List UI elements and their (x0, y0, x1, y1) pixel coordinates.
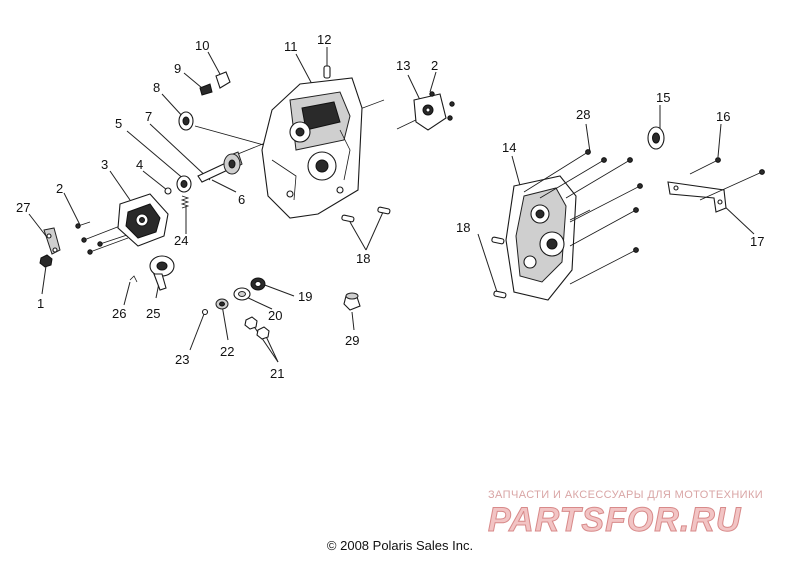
callout-24: 24 (174, 233, 188, 248)
part-22-bearing (215, 298, 229, 310)
callout-13: 13 (396, 58, 410, 73)
callout-27: 27 (16, 200, 30, 215)
callout-12: 12 (317, 32, 331, 47)
part-2-bolts-right (429, 91, 455, 121)
callout-numbers: 1 2 2 3 4 5 6 7 8 9 10 11 12 13 14 15 16… (16, 32, 764, 381)
callout-2: 2 (431, 58, 438, 73)
part-11-main-housing (261, 77, 363, 219)
callout-18: 18 (356, 251, 370, 266)
callout-15: 15 (656, 90, 670, 105)
part-25-actuator (149, 255, 175, 291)
callout-2: 2 (56, 181, 63, 196)
part-15-bearing (647, 126, 665, 150)
part-19-gear (250, 277, 266, 291)
part-1-nut (39, 254, 53, 268)
callout-21: 21 (270, 366, 284, 381)
part-3-cover-housing (117, 193, 169, 247)
part-28-long-bolts (523, 149, 643, 285)
part-4-washer (164, 187, 172, 195)
part-12-dowel (323, 65, 331, 79)
callout-17: 17 (750, 234, 764, 249)
callout-14: 14 (502, 140, 516, 155)
part-5-seal (176, 175, 192, 193)
leader-lines (28, 47, 755, 363)
callout-19: 19 (298, 289, 312, 304)
callout-4: 4 (136, 157, 143, 172)
callout-25: 25 (146, 306, 160, 321)
callout-3: 3 (101, 157, 108, 172)
callout-7: 7 (145, 109, 152, 124)
callout-22: 22 (220, 344, 234, 359)
callout-29: 29 (345, 333, 359, 348)
callout-26: 26 (112, 306, 126, 321)
part-18-dowels (341, 206, 507, 299)
callout-20: 20 (268, 308, 282, 323)
callout-5: 5 (115, 116, 122, 131)
part-27-shift-arm (43, 227, 61, 255)
part-26-clip (129, 275, 138, 283)
part-24-spring (180, 195, 190, 209)
callout-10: 10 (195, 38, 209, 53)
part-10-cap (215, 71, 231, 89)
callout-1: 1 (37, 296, 44, 311)
callout-18: 18 (456, 220, 470, 235)
part-8-seal-ring (178, 111, 194, 131)
part-16-bolt (689, 157, 721, 175)
part-20-washer (233, 287, 251, 301)
watermark-logo: PARTSFOR.RU (488, 501, 742, 537)
part-7-gear (223, 153, 241, 175)
callout-8: 8 (153, 80, 160, 95)
part-23-ball (201, 308, 209, 316)
callout-11: 11 (284, 39, 298, 54)
part-17-bracket (667, 169, 765, 213)
part-21-nuts (244, 316, 270, 340)
watermark-logo-text: PARTSFOR.RU (488, 501, 742, 536)
part-29-cap (343, 292, 361, 311)
callout-16: 16 (716, 109, 730, 124)
watermark-tagline: ЗАПЧАСТИ И АКСЕССУАРЫ ДЛЯ МОТОТЕХНИКИ (488, 489, 764, 501)
callout-6: 6 (238, 192, 245, 207)
copyright-notice: © 2008 Polaris Sales Inc. (326, 538, 474, 553)
part-14-side-cover (505, 175, 577, 301)
part-9-pin (199, 83, 213, 96)
callout-23: 23 (175, 352, 189, 367)
callout-9: 9 (174, 61, 181, 76)
callout-28: 28 (576, 107, 590, 122)
part-13-cover-plate (413, 93, 447, 131)
